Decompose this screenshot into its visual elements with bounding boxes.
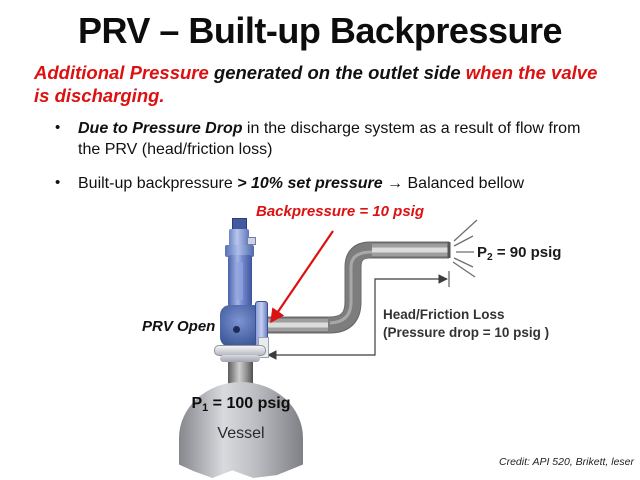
bullet1-rest: in the discharge system as a result of f… xyxy=(78,120,581,159)
valve-brand-stripe xyxy=(236,262,243,300)
valve-lever-icon xyxy=(247,237,256,245)
backpressure-label: Backpressure = 10 psig xyxy=(256,203,425,220)
vessel-label: Vessel xyxy=(217,425,265,442)
head-friction-loss-label: Head/Friction Loss (Pressure drop = 10 p… xyxy=(383,306,549,342)
prv-open-label: PRV Open xyxy=(142,318,216,335)
discharge-rays-icon xyxy=(452,219,478,278)
subtitle-red-1: Additional Pressure xyxy=(34,62,209,83)
bullet-marker: • xyxy=(55,174,61,192)
slide-title: PRV – Built-up Backpressure xyxy=(78,10,563,51)
bullet1-emphasis: Due to Pressure Drop xyxy=(78,120,243,137)
subtitle-red-2: when the valve is discharging. xyxy=(34,62,598,106)
backpressure-arrow xyxy=(270,230,334,324)
valve-shoulder xyxy=(225,245,254,257)
subtitle: Additional Pressure generated on the out… xyxy=(34,62,616,107)
head-friction-line1: Head/Friction Loss xyxy=(383,307,505,322)
credit-text: Credit: API 520, Brikett, leser xyxy=(499,456,634,468)
pipe-s-bend xyxy=(327,242,373,333)
p2-pressure-label: P2 = 90 psig xyxy=(477,244,562,264)
pipe-bend-highlight xyxy=(329,250,373,325)
subtitle-black: generated on the outlet side xyxy=(208,62,466,83)
vessel: P1 = 100 psig Vessel xyxy=(179,382,303,478)
bullet-text-2: Built-up backpressure > 10% set pressure… xyxy=(78,173,590,194)
valve-bolt-icon xyxy=(233,326,240,333)
bullet-list: • Due to Pressure Drop in the discharge … xyxy=(55,118,590,207)
valve-cap-neck xyxy=(229,229,249,247)
bullet2-pre: Built-up backpressure xyxy=(78,175,238,193)
right-arrow-glyph: → xyxy=(382,175,408,193)
p1-pressure-label: P1 = 100 psig xyxy=(191,395,291,415)
bullet2-emphasis: > 10% set pressure xyxy=(237,175,383,193)
bullet-text-1: Due to Pressure Drop in the discharge sy… xyxy=(78,118,590,160)
bullet2-post: Balanced bellow xyxy=(407,175,525,193)
bullet-marker: • xyxy=(55,119,61,136)
head-friction-line2: (Pressure drop = 10 psig ) xyxy=(383,324,550,340)
valve-inlet-flange-lower xyxy=(220,355,260,362)
bullet-item-1: • Due to Pressure Drop in the discharge … xyxy=(55,118,590,160)
bullet-item-2: • Built-up backpressure > 10% set pressu… xyxy=(55,173,590,194)
